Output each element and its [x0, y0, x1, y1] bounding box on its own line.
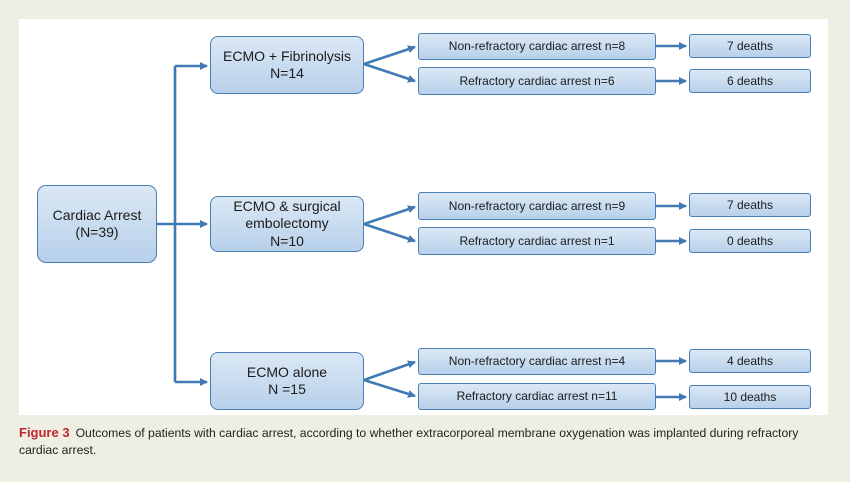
subgroup-node: Refractory cardiac arrest n=6	[418, 67, 656, 95]
outcome-node: 7 deaths	[689, 34, 811, 58]
root-count: (N=39)	[75, 224, 119, 240]
subgroup-node: Refractory cardiac arrest n=1	[418, 227, 656, 255]
outcome-node: 4 deaths	[689, 349, 811, 373]
outcome-node: 10 deaths	[689, 385, 811, 409]
branch-title: ECMO + Fibrinolysis	[223, 47, 351, 64]
branch-node-ecmo-surgical: ECMO & surgical embolectomy N=10	[210, 196, 364, 252]
fan-2a	[363, 205, 416, 226]
subgroup-node: Non-refractory cardiac arrest n=9	[418, 192, 656, 220]
branch-title: ECMO alone	[246, 363, 328, 380]
outcome-node: 7 deaths	[689, 193, 811, 217]
figure-label: Figure 3	[19, 425, 70, 440]
caption-text: Outcomes of patients with cardiac arrest…	[19, 426, 799, 457]
fan-1b	[363, 62, 416, 83]
branch-node-ecmo-alone: ECMO alone N =15	[210, 352, 364, 410]
root-node: Cardiac Arrest (N=39)	[37, 185, 157, 263]
fan-1a	[363, 45, 416, 66]
outcome-node: 6 deaths	[689, 69, 811, 93]
subgroup-node: Non-refractory cardiac arrest n=4	[418, 348, 656, 375]
branch-title-2: embolectomy	[245, 215, 329, 232]
subgroup-node: Refractory cardiac arrest n=11	[418, 383, 656, 410]
subgroup-node: Non-refractory cardiac arrest n=8	[418, 33, 656, 60]
root-title: Cardiac Arrest	[52, 206, 142, 223]
branch-node-ecmo-fibrinolysis: ECMO + Fibrinolysis N=14	[210, 36, 364, 94]
outcome-node: 0 deaths	[689, 229, 811, 253]
fan-3b	[363, 378, 416, 398]
fan-3a	[363, 360, 416, 382]
branch-title: ECMO & surgical	[233, 197, 341, 214]
branch-count: N =15	[268, 381, 306, 397]
fan-2b	[363, 222, 416, 243]
branch-count: N=10	[270, 232, 304, 249]
branch-count: N=14	[270, 65, 304, 81]
